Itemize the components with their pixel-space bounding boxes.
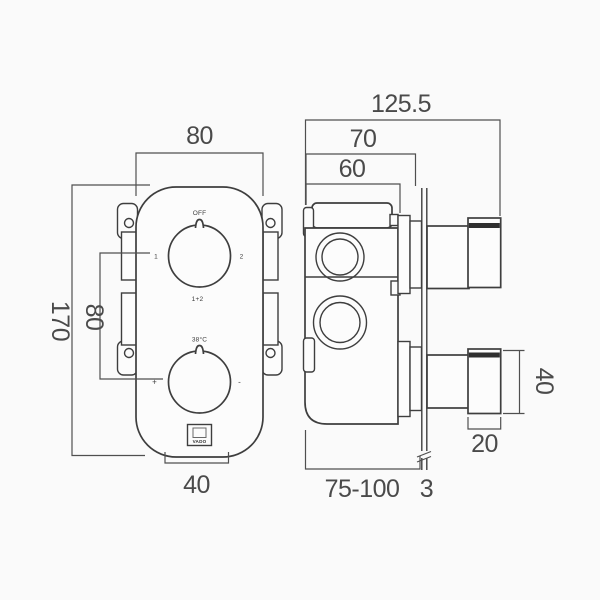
brand-logo-mark (192, 427, 207, 438)
dim-plate-width-text: 80 (186, 122, 213, 150)
lower-union-inner (319, 301, 361, 344)
dim-total-depth-text: 125.5 (371, 90, 431, 118)
temperature-dial-pointer (194, 344, 205, 355)
mount-ear-bottom-right (261, 340, 283, 376)
lower-spindle-flange (397, 340, 411, 418)
bracket-bar-right-upper (262, 231, 279, 281)
dim-handle-depth-text: 20 (471, 430, 498, 458)
upper-spindle-flange (397, 214, 411, 295)
screw-slot-bottom-left (123, 347, 135, 359)
diverter-dial-pointer (194, 218, 205, 229)
dim-plate-height-text: 170 (46, 301, 74, 341)
dim-plate-thickness-text: 3 (420, 475, 433, 503)
side-dimensions: 125.5 70 60 40 20 75-100 3 (304, 90, 558, 503)
lower-union-outer (312, 295, 368, 350)
dim-plate-height-bracket (71, 184, 150, 457)
dim-handle-depth-bracket (467, 417, 502, 430)
screw-slot-top-left (123, 217, 135, 229)
mount-ear-bottom-left (116, 340, 139, 376)
top-port (311, 202, 393, 229)
valve-body (304, 227, 399, 425)
brand-logo-text: VADO (193, 439, 207, 444)
dim-outlet-span-text: 40 (183, 471, 210, 499)
upper-union-inner (321, 238, 359, 276)
upper-spindle-neck (409, 220, 423, 289)
front-view: OFF 1 2 1+2 38°C + - VADO (116, 186, 283, 458)
plate-break-mark (416, 450, 432, 458)
diverter-label-1: 1 (154, 254, 158, 261)
upper-handle-cap (467, 217, 502, 289)
lower-spindle-neck (409, 346, 423, 412)
temperature-label-plus: + (152, 378, 157, 387)
bracket-bar-left-lower (120, 292, 138, 346)
temperature-dial (167, 350, 232, 414)
upper-handle-grip-band (468, 223, 500, 228)
dim-depth-60-text: 60 (339, 155, 366, 183)
dim-bracket-span-bracket (99, 252, 163, 380)
dim-plate-width-bracket (135, 152, 264, 196)
body-left-tab (302, 337, 316, 373)
diverter-dial (167, 224, 232, 288)
plate-break-mark (416, 455, 432, 463)
lower-handle-neck (426, 354, 470, 409)
temperature-label-minus: - (238, 378, 241, 387)
upper-union-outer (315, 232, 365, 282)
screw-slot-top-right (265, 217, 276, 229)
dim-install-depth-text: 75-100 (325, 475, 400, 503)
bracket-bar-right-lower (262, 292, 279, 346)
dim-bracket-span-text: 80 (80, 304, 108, 331)
diverter-label-off: OFF (193, 210, 207, 217)
side-view (302, 188, 502, 470)
dim-total-depth-bracket (304, 119, 501, 216)
dim-depth-60-bracket (305, 183, 401, 213)
bracket-bar-left-upper (120, 231, 138, 281)
lower-handle-cap (467, 348, 502, 415)
dim-depth-70-text: 70 (350, 125, 377, 153)
dim-outlet-span-bracket (164, 452, 230, 464)
upper-handle-neck (426, 225, 470, 290)
dim-install-depth-bracket (304, 430, 421, 470)
temperature-label-38c: 38°C (192, 336, 207, 344)
screw-slot-bottom-right (265, 347, 276, 359)
diverter-label-2: 2 (240, 254, 244, 261)
front-dimensions: 80 170 80 40 (46, 122, 264, 499)
dim-handle-height-text: 40 (530, 368, 558, 395)
diverter-label-1plus2: 1+2 (192, 296, 204, 303)
dim-handle-height-bracket (503, 349, 525, 415)
dim-depth-70-bracket (305, 153, 417, 205)
top-port-step (389, 213, 399, 227)
lower-handle-grip-band (468, 352, 500, 358)
